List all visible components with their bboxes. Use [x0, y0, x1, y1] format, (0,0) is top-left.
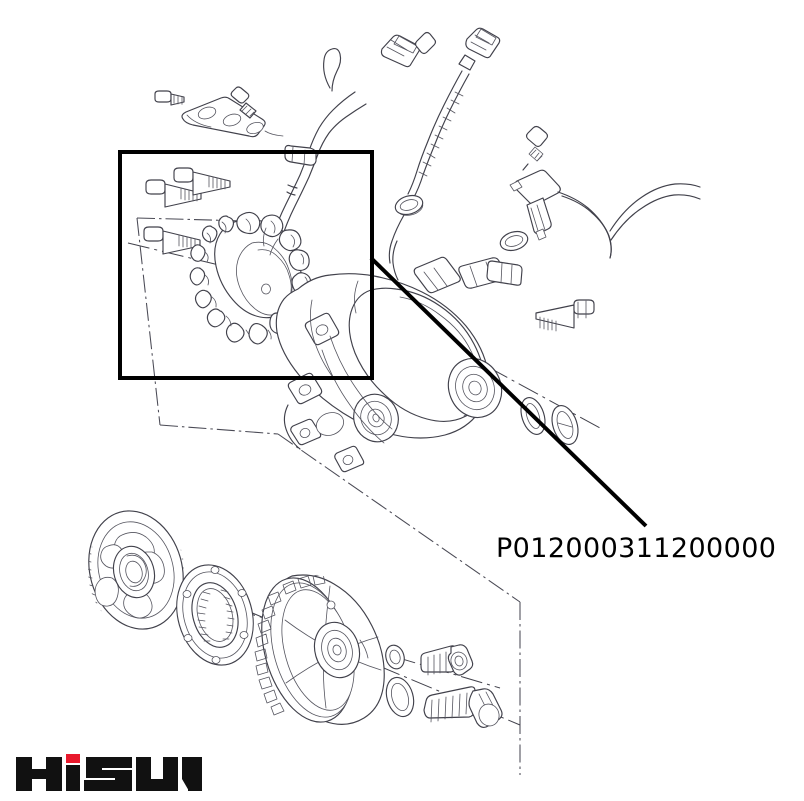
part-number-label: P012000311200000 [496, 533, 777, 564]
rotor-washer [385, 676, 415, 718]
hisun-logo-accent-dot [66, 754, 80, 763]
bracket-bolt-right [230, 86, 257, 119]
wire-clamp-bracket [181, 96, 284, 138]
starter-ring-gear [88, 510, 184, 630]
callout-leader-line [369, 256, 648, 528]
hisun-logo [16, 754, 202, 791]
crankcase-cover [275, 256, 523, 473]
flywheel-rotor [254, 574, 385, 725]
washer-right-outer [551, 405, 579, 445]
rotor-socket-bolt [420, 644, 474, 676]
crank-position-sensor [509, 169, 701, 259]
o-ring-small-lower [499, 230, 529, 252]
cover-bolt-right [535, 299, 595, 332]
stator-bolt-1 [145, 179, 202, 208]
hisun-logo-wordmark [16, 754, 202, 791]
sensor-bolt [522, 125, 549, 171]
bracket-bolt-left [154, 90, 185, 106]
rotor-o-ring [385, 644, 405, 670]
one-way-clutch-plate [176, 564, 254, 666]
assembly-boundary-polygon [136, 217, 521, 775]
o-ring-small-upper [394, 194, 424, 216]
harness-connector-upper [380, 31, 437, 68]
stator-bolt-2 [173, 167, 231, 196]
rotor-hex-bolt [423, 686, 503, 729]
highlight-box [118, 150, 374, 380]
